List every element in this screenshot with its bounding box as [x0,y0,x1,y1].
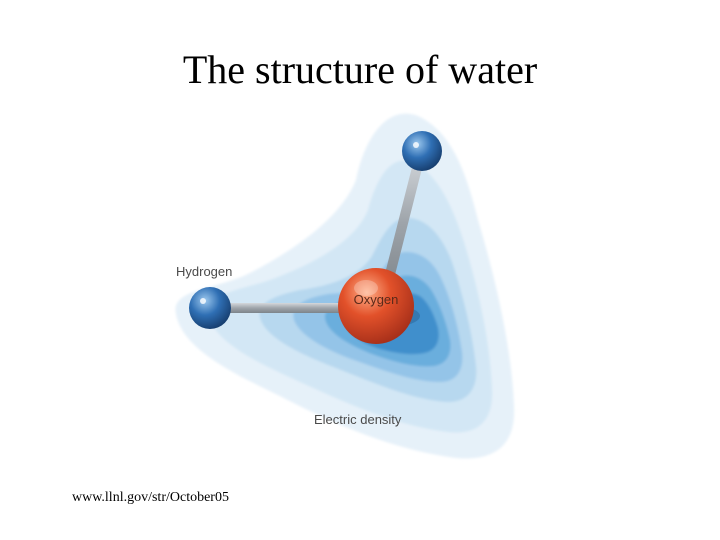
slide-title: The structure of water [182,47,538,92]
hydrogen-label: Hydrogen [176,264,232,279]
oxygen-label: Oxygen [354,292,399,307]
water-molecule-diagram: Hydrogen Oxygen Electric density [175,113,515,459]
hydrogen-atom-left [189,287,231,329]
source-caption: www.llnl.gov/str/October05 [72,490,229,505]
hydrogen-atom-top [402,131,442,171]
electric-density-label: Electric density [314,412,402,427]
oxygen-atom [338,268,420,344]
bond-hydrogen-top [380,147,426,299]
